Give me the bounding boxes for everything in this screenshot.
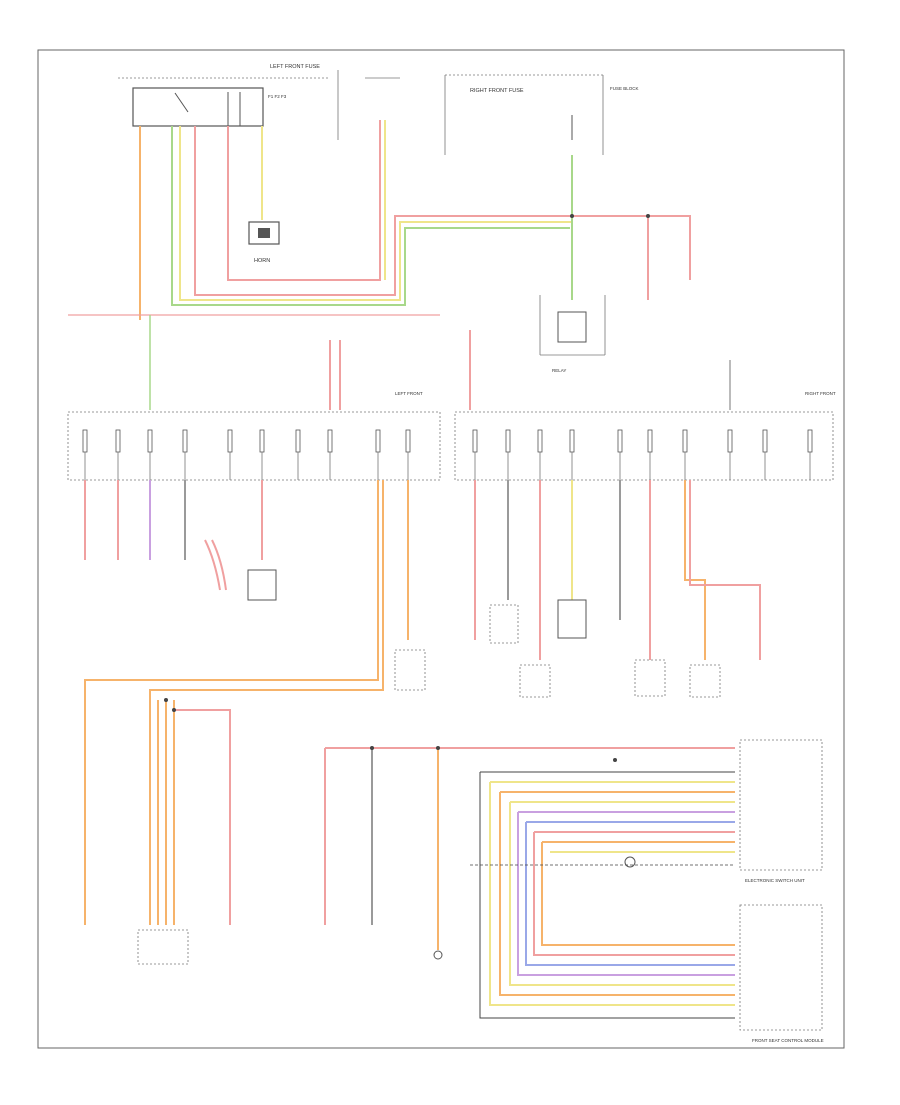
fuse-stub — [647, 429, 653, 453]
fuse-stub — [472, 429, 478, 453]
svg-text:FUSE BLOCK: FUSE BLOCK — [610, 86, 639, 91]
escm-label: ELECTRONIC SWITCH UNIT — [745, 878, 805, 883]
fuse-stub — [295, 429, 301, 453]
fuse-stub — [147, 429, 153, 453]
rf-fuse-label: RIGHT FRONT FUSE — [470, 88, 524, 94]
svg-text:RELAY: RELAY — [552, 368, 566, 373]
fuse-stub — [405, 429, 411, 453]
lower-right-wiring — [474, 480, 761, 698]
horn-component: HORN — [248, 221, 280, 264]
fscm-label: FRONT SEAT CONTROL MODULE — [752, 1038, 824, 1043]
fuse-stub — [727, 429, 733, 453]
right-fuse-row: RIGHT FRONT — [454, 330, 836, 481]
fuse-stubs — [82, 429, 813, 480]
fuse-stub — [617, 429, 623, 453]
fuse-stub — [227, 429, 233, 453]
svg-text:RIGHT FRONT: RIGHT FRONT — [805, 391, 836, 396]
fuse-stub — [82, 429, 88, 453]
svg-text:LEFT FRONT FUSE: LEFT FRONT FUSE — [270, 64, 320, 70]
fuse-stub — [807, 429, 813, 453]
top-left-fuse-block: LEFT FRONT FUSE F1 F2 F3 — [118, 64, 339, 140]
horn-label: HORN — [254, 258, 270, 264]
fuse-stub — [327, 429, 333, 453]
lower-left-wiring — [84, 480, 426, 965]
fuse-stub — [505, 429, 511, 453]
svg-text:F1 F2 F3: F1 F2 F3 — [268, 94, 287, 99]
junction-dots — [164, 214, 650, 762]
top-wire-bundle — [139, 120, 691, 320]
fuse-stub — [569, 429, 575, 453]
fuse-stub — [537, 429, 543, 453]
fuse-stub — [375, 429, 381, 453]
diagram-frame — [37, 49, 845, 1049]
fuse-stub — [762, 429, 768, 453]
fuse-stub — [182, 429, 188, 453]
fuse-stub — [115, 429, 121, 453]
svg-text:LEFT FRONT: LEFT FRONT — [395, 391, 423, 396]
relay-box: RELAY — [539, 295, 606, 373]
switch-unit-bundle: ELECTRONIC SWITCH UNIT FRONT SEAT CONTRO… — [324, 739, 824, 1043]
fuse-stub — [259, 429, 265, 453]
fuse-stub — [682, 429, 688, 453]
left-fuse-row: LEFT FRONT — [67, 314, 441, 481]
center-top-component: RIGHT FRONT FUSE FUSE BLOCK — [365, 74, 639, 155]
